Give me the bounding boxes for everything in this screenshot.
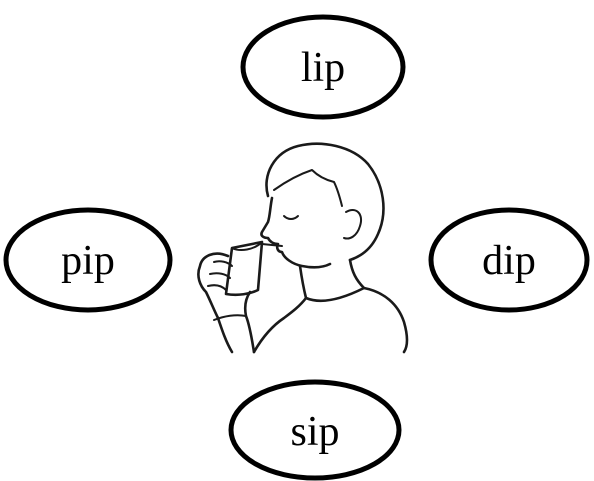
neck-front — [298, 264, 308, 300]
drink-stream — [261, 243, 283, 247]
oval-top — [240, 14, 406, 120]
word-top: lip — [301, 45, 345, 91]
word-bottom: sip — [290, 409, 339, 455]
hair-fringe — [273, 169, 343, 207]
word-left: pip — [61, 238, 115, 284]
finger-1 — [213, 260, 233, 267]
sleeve-cuff — [213, 314, 247, 321]
oval-left — [3, 207, 173, 313]
word-bubble-bottom: sip — [228, 379, 402, 481]
forearm — [216, 290, 256, 354]
face-profile — [260, 196, 332, 269]
closed-eye — [283, 215, 299, 220]
shirt-front — [252, 296, 308, 354]
finger-2 — [209, 272, 231, 279]
cup — [224, 240, 264, 297]
finger-3 — [207, 284, 227, 291]
person-drinking-from-cup-icon — [197, 142, 409, 354]
oval-bottom — [228, 379, 402, 481]
hair-outline — [265, 142, 385, 262]
hand — [197, 252, 230, 320]
cup-rim — [231, 241, 263, 251]
torso-outline — [304, 286, 409, 354]
oval-right — [428, 207, 590, 313]
word-right: dip — [482, 238, 536, 284]
word-bubble-top: lip — [240, 14, 406, 120]
word-bubble-right: dip — [428, 207, 590, 313]
word-bubble-left: pip — [3, 207, 173, 313]
ear — [343, 208, 362, 240]
neck-back — [348, 258, 366, 290]
